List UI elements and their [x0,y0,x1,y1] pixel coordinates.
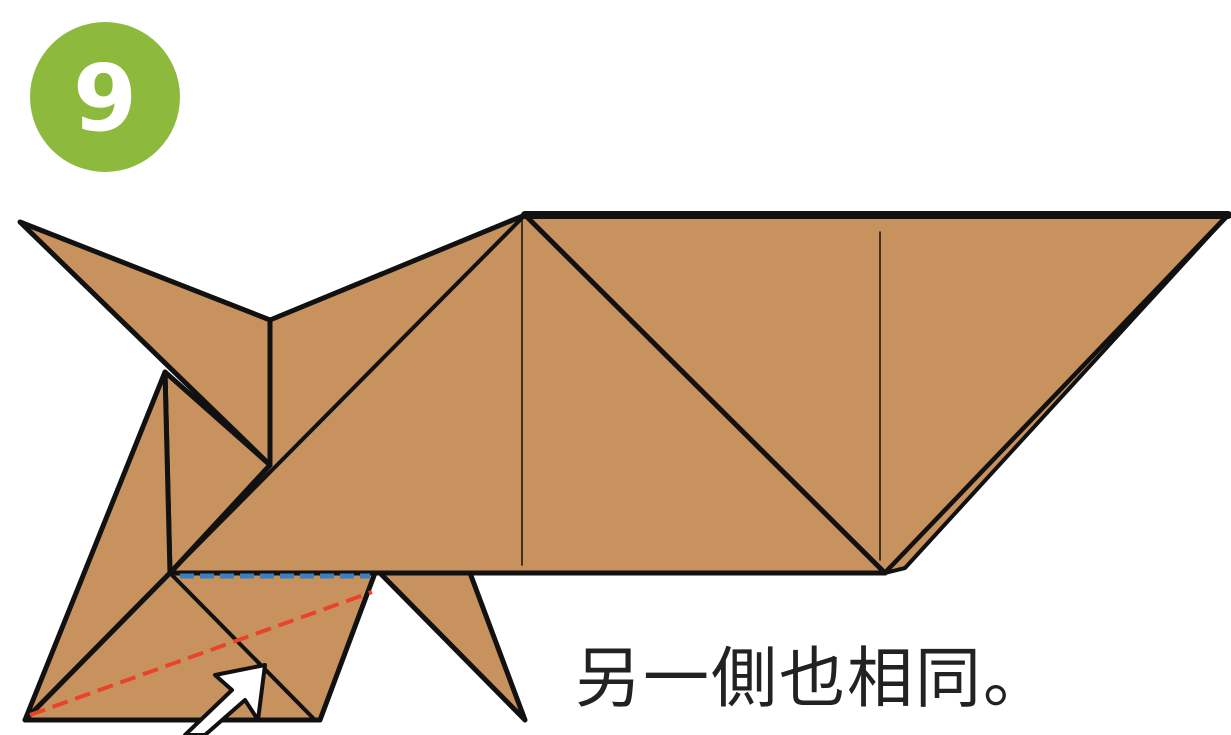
step-number: 9 [72,45,137,152]
tail-underside [883,213,1230,575]
crease-diagonal-1 [168,213,527,575]
crease-diagonal-2 [522,212,888,576]
instruction-caption: 另一側也相同。 [575,640,1051,717]
rear-leg [377,570,528,723]
crease-ear-inner [163,370,272,467]
step-number-badge: 9 [30,22,180,172]
crease-chest-diag [168,571,317,722]
valley-fold-line [29,590,373,717]
body-panel [167,212,1231,576]
ear-flap [17,219,273,468]
fold-arrow-icon [183,663,267,735]
fold-lines [163,211,1231,722]
chest-panel [22,570,378,723]
